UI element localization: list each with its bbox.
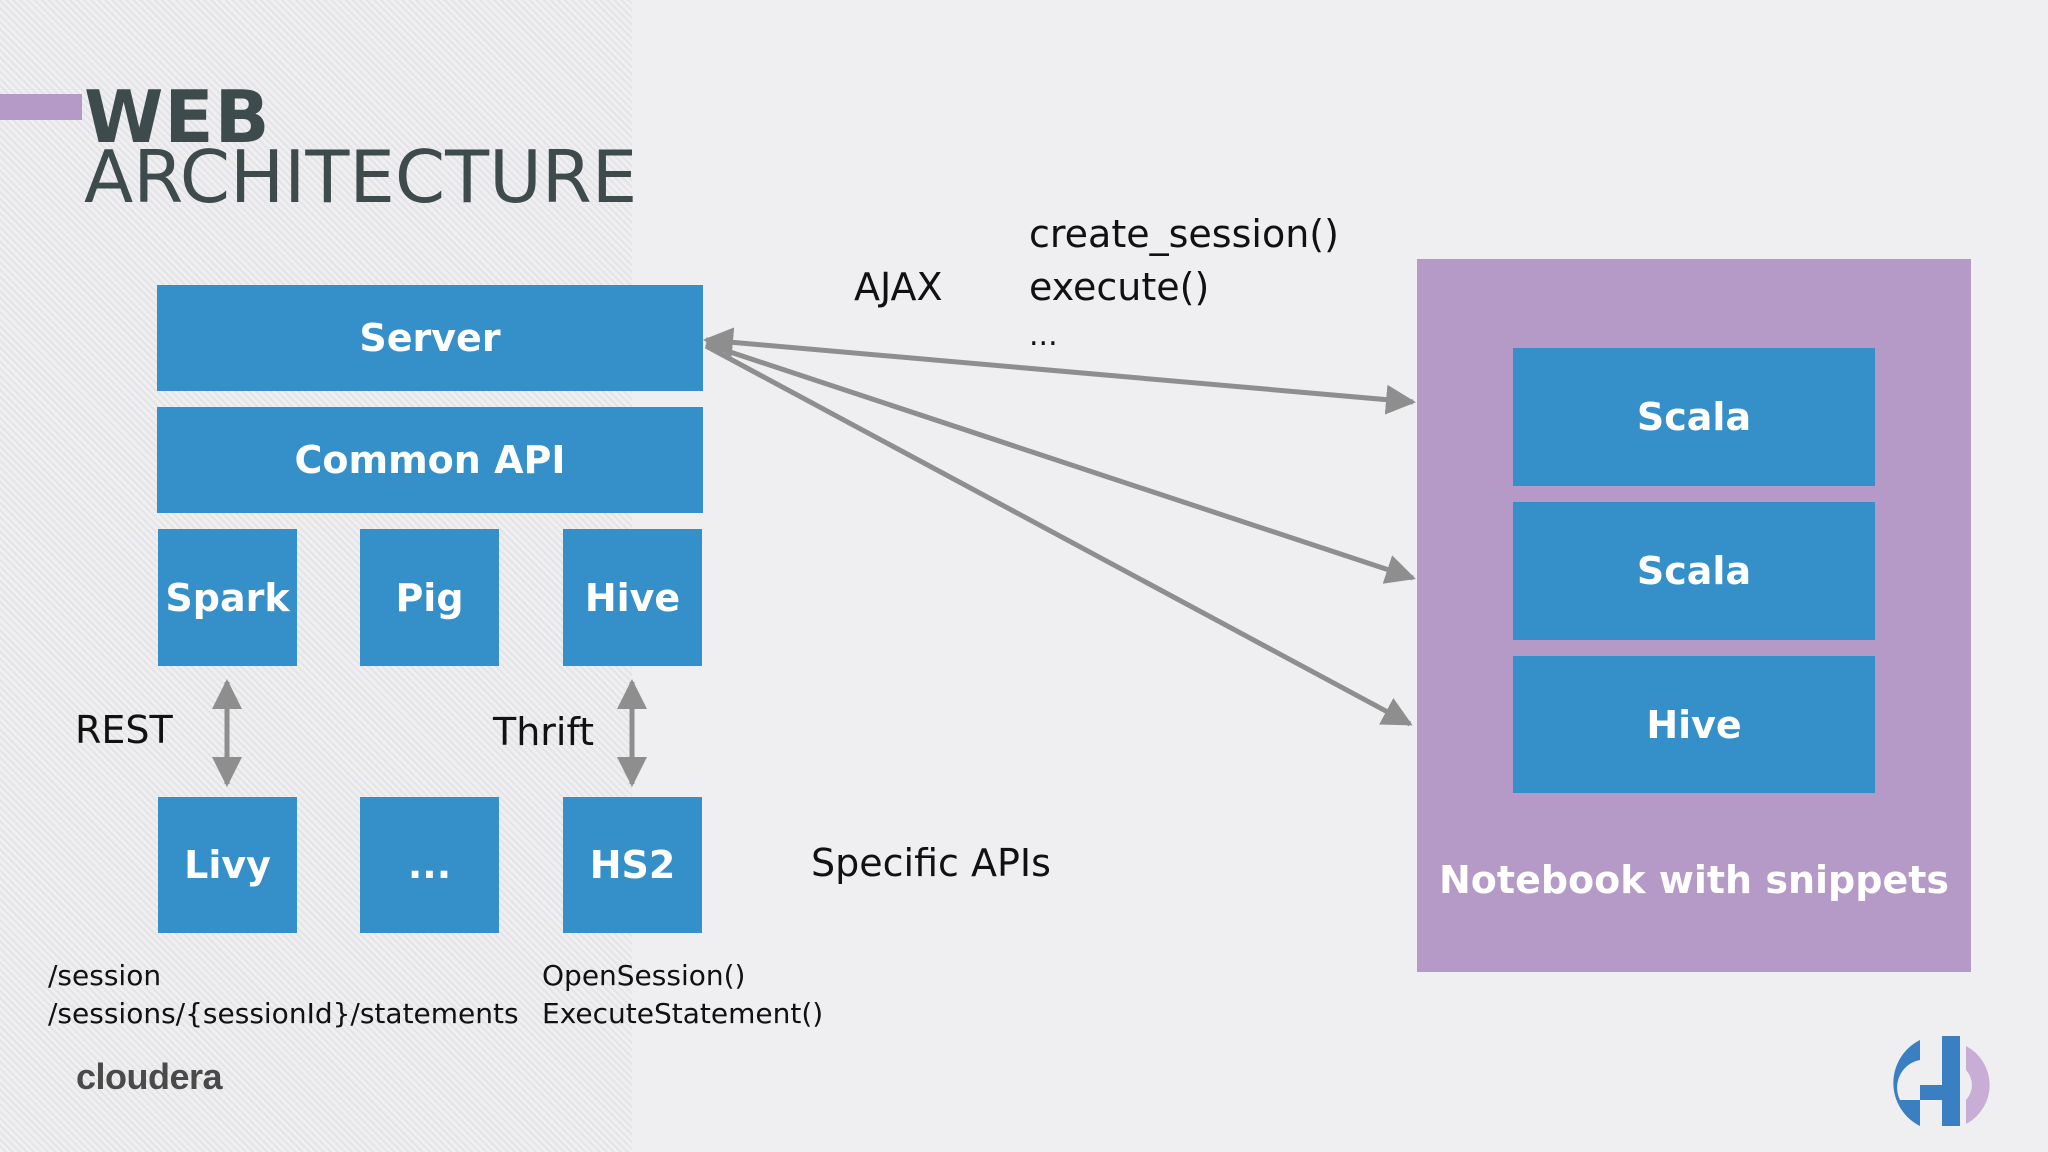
snippet-scala-1-label: Scala xyxy=(1636,395,1752,439)
hatched-background xyxy=(0,0,632,1152)
rest-label: REST xyxy=(75,708,173,752)
arrow-server-hive xyxy=(704,343,1413,727)
livy-label: Livy xyxy=(184,843,271,887)
spark-box: Spark xyxy=(158,529,297,666)
thrift-label: Thrift xyxy=(493,710,595,754)
ajax-call-1: create_session() xyxy=(1029,212,1339,256)
ellipsis-label: ... xyxy=(407,843,452,887)
arrow-server-scala-1 xyxy=(703,327,1416,415)
ajax-call-2: execute() xyxy=(1029,265,1210,309)
specific-apis-label: Specific APIs xyxy=(811,841,1051,885)
hive-box: Hive xyxy=(563,529,702,666)
snippet-scala-2: Scala xyxy=(1513,502,1875,640)
snippet-hive: Hive xyxy=(1513,656,1875,793)
pig-box: Pig xyxy=(360,529,499,666)
common-api-label: Common API xyxy=(294,438,566,482)
livy-box: Livy xyxy=(158,797,297,933)
hive-label: Hive xyxy=(584,575,681,620)
thrift-method-1: OpenSession() xyxy=(542,959,746,992)
cloudera-logo: cloudera xyxy=(76,1056,223,1097)
common-api-box: Common API xyxy=(157,407,703,513)
slide-title-line2: ARCHITECTURE xyxy=(84,135,638,219)
arrow-server-scala-2 xyxy=(705,341,1416,584)
server-box: Server xyxy=(157,285,703,391)
hs2-label: HS2 xyxy=(589,843,676,887)
title-accent-bar xyxy=(0,94,82,120)
snippet-hive-label: Hive xyxy=(1646,702,1742,747)
ellipsis-box: ... xyxy=(360,797,499,933)
snippet-scala-2-label: Scala xyxy=(1636,549,1752,593)
pig-label: Pig xyxy=(395,575,464,620)
rest-endpoint-2: /sessions/{sessionId}/statements xyxy=(48,997,519,1030)
hs2-box: HS2 xyxy=(563,797,702,933)
server-label: Server xyxy=(359,316,501,360)
snippet-scala-1: Scala xyxy=(1513,348,1875,486)
spark-label: Spark xyxy=(165,575,290,620)
rest-endpoint-1: /session xyxy=(48,959,162,992)
hue-logo-icon xyxy=(1893,1036,1990,1126)
ajax-label: AJAX xyxy=(854,265,943,309)
thrift-method-2: ExecuteStatement() xyxy=(542,997,824,1030)
notebook-label: Notebook with snippets xyxy=(1439,858,1949,902)
slide-title-line1: WEB xyxy=(84,75,271,159)
